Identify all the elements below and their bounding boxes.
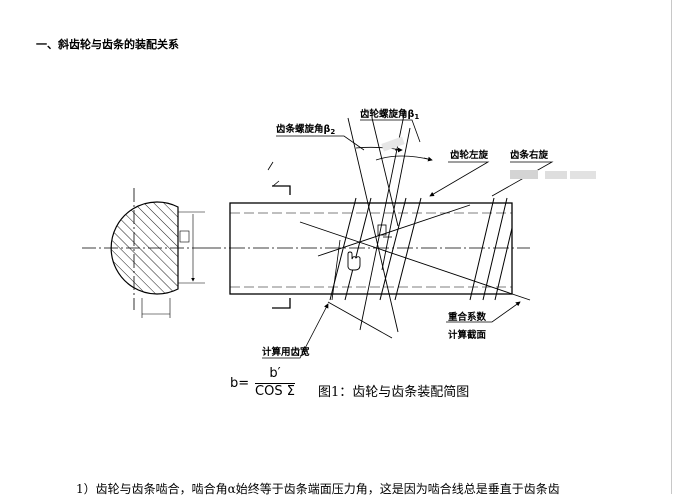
section-title: 一、斜齿轮与齿条的装配关系 [36,38,179,51]
gear-helix-lines [299,109,531,333]
faint-annotation-mark [570,171,596,179]
formula-numerator: b′ [269,366,281,381]
figure-caption: 图1：齿轮与齿条装配简图 [318,385,470,400]
hand-cursor-icon [347,251,361,271]
paragraph-text: 1）齿轮与齿条啮合，啮合角α始终等于齿条端面压力角，这是因为啮合线总是垂直于齿条… [76,482,560,496]
formula-denominator: COS Σ [255,384,295,399]
label-rack-right-hand: 齿条右旋 [510,149,549,161]
section-cut-marks [267,161,291,309]
formula-fraction-bar [255,383,295,384]
label-rack-helix-angle: 齿条螺旋角β2 [276,123,335,136]
drawing-labels: 齿条螺旋角β2 齿轮螺旋角β1 齿轮左旋 齿条右旋 重合系数 计算截面 计算用齿… [262,108,596,358]
gear-cross-section [82,188,205,318]
formula-lhs: b= [230,376,250,391]
leader-lines [262,119,554,359]
label-gear-left-hand: 齿轮左旋 [450,149,489,161]
faint-annotation-mark [545,171,567,179]
faint-annotation-mark [381,136,405,152]
rack-outline [205,202,530,295]
label-calc-section: 计算截面 [448,329,487,341]
label-gear-helix-angle: 齿轮螺旋角β1 [360,108,419,121]
label-contact-ratio: 重合系数 [448,311,487,323]
angle-marks [327,146,433,339]
label-calc-face-width: 计算用齿宽 [262,346,310,358]
page-edge-rule [671,0,672,494]
faint-annotation-mark [510,170,538,179]
